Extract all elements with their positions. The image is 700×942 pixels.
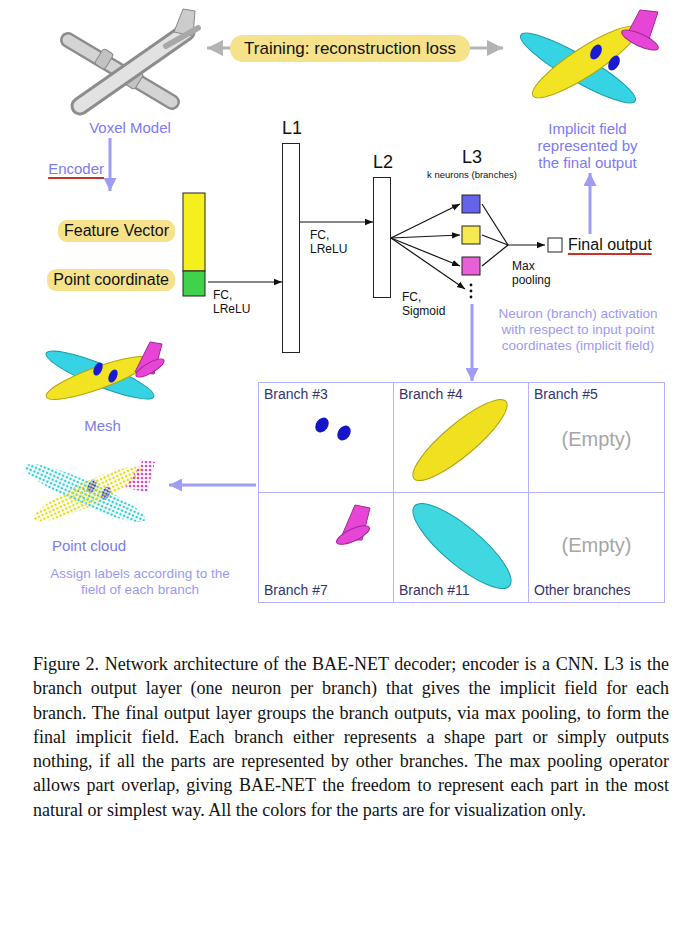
connector-line [391, 235, 460, 238]
connector [391, 204, 465, 289]
figure-node: Mesh [35, 335, 170, 435]
empty-note: (Empty) [529, 533, 664, 557]
connector-line [391, 238, 465, 289]
branch-neuron [462, 195, 480, 213]
branch-cell: Branch #7 [258, 492, 394, 603]
input-vector: Feature VectorPoint coordinate [40, 192, 208, 298]
output-node: Final output [546, 235, 656, 255]
layer-op-label: FC, LReLU [310, 228, 358, 256]
branch-title: Branch #11 [399, 582, 470, 599]
ellipsis-dot [470, 296, 473, 299]
connector-line [109, 138, 112, 191]
highlighted-label: Point coordinate [47, 269, 175, 291]
assign-note: Assign labels according to the field of … [45, 566, 235, 598]
connector-line [169, 484, 256, 487]
voxel-engine [94, 48, 114, 70]
layer-box: L2 [373, 177, 391, 298]
branch-title: Branch #7 [264, 582, 328, 599]
figure-label: Implicit field represented by the final … [505, 120, 670, 171]
connector-line [508, 244, 545, 245]
output-label: Final output [568, 235, 652, 255]
branch-title: Branch #5 [534, 386, 598, 403]
voxel-stabilizer [166, 28, 198, 46]
branch-cell: Branch #3 [258, 382, 394, 493]
engine-part [606, 54, 623, 73]
connector [590, 173, 591, 234]
figure-caption: Figure 2. Network architecture of the BA… [33, 652, 669, 822]
branch-cell: Branch #5 (Empty) [528, 382, 665, 493]
point-coordinate-bar [183, 271, 205, 296]
branch-title: Branch #3 [264, 386, 328, 403]
connector-line [482, 235, 508, 245]
connector-line [208, 281, 282, 282]
engine-part [588, 43, 605, 62]
branch-fuselage [404, 389, 516, 491]
encoder-label: Encoder [48, 160, 104, 178]
layer-label: L1 [263, 117, 321, 139]
branch-tail [334, 522, 372, 548]
highlighted-label: Feature Vector [58, 220, 175, 242]
connector-line [471, 304, 474, 381]
branch-neuron [462, 257, 480, 275]
output-neuron [548, 238, 562, 252]
point-cloud-fuselage [29, 458, 148, 530]
figure-label: Point cloud [10, 537, 168, 554]
branch-cell: (Empty) Other branches [528, 492, 665, 603]
connector-line [482, 245, 508, 266]
layer-label: L2 [354, 151, 412, 173]
connector-line [391, 204, 460, 238]
ellipsis-dot [470, 290, 473, 293]
figure-label: Voxel Model [55, 119, 205, 136]
mesh-engine [106, 368, 119, 384]
connector [300, 222, 373, 223]
pooling-label: Max pooling [512, 259, 558, 287]
mesh-tail [134, 356, 167, 381]
connector [482, 204, 545, 266]
layer-note: k neurons (branches) [408, 169, 536, 181]
branch-engines [334, 423, 353, 443]
branch-layer: L3k neurons (branches) [458, 190, 486, 302]
point-cloud-engine [99, 485, 112, 501]
branch-engines [312, 415, 331, 435]
connector [169, 485, 256, 486]
activation-note: Neuron (branch) activation with respect … [492, 306, 664, 354]
empty-note: (Empty) [529, 427, 664, 451]
layer-label: L3 [433, 146, 511, 168]
figure-node: Point cloud [10, 450, 168, 555]
branch-neuron [462, 226, 480, 244]
branch-cell: Branch #11 [393, 492, 529, 603]
feature-vector-bar [183, 193, 205, 271]
branch-title: Branch #4 [399, 386, 463, 403]
point-cloud-engine [85, 478, 98, 494]
ellipsis-dot [470, 284, 473, 287]
figure-label: Mesh [35, 417, 170, 434]
connector-line [482, 204, 508, 245]
branch-title: Other branches [534, 582, 631, 599]
point-cloud-tail [125, 460, 155, 492]
connector [110, 138, 111, 191]
layer-op-label: FC, LReLU [213, 288, 261, 316]
connector-line [300, 221, 373, 222]
point-cloud-wing [20, 455, 150, 531]
connector [208, 282, 282, 283]
branch-cell: Branch #4 [393, 382, 529, 493]
layer-op-label: FC, Sigmoid [402, 290, 450, 318]
training-label: Training: reconstruction loss [230, 35, 470, 62]
figure-node: Implicit field represented by the final … [505, 5, 670, 172]
layer-box: L1 [282, 143, 300, 353]
connector [472, 304, 473, 381]
mesh-fuselage [43, 349, 154, 407]
mesh-engine [91, 361, 104, 377]
tail-part [619, 26, 660, 54]
figure-node: Voxel Model [55, 5, 205, 137]
connector-line [589, 173, 592, 234]
